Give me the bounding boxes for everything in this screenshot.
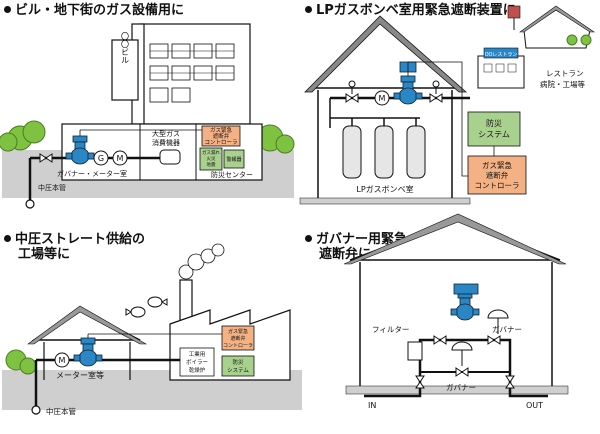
medium-pressure-main-label: 中圧本管	[38, 183, 66, 192]
manual-valve-icon	[505, 375, 515, 389]
manual-valve-icon	[433, 335, 447, 345]
cylinder-room-label: LPガスボンベ室	[356, 184, 413, 194]
factory-disaster-system-box	[221, 355, 255, 377]
svg-text:M: M	[117, 154, 124, 163]
destination-hospital-factory: 病院・工場等	[540, 79, 585, 89]
svg-text:工業用: 工業用	[189, 350, 206, 358]
smoke-icon	[178, 243, 225, 280]
heading-building: ビル・地下街のガス設備用に	[4, 3, 184, 18]
bullet-icon	[4, 6, 11, 13]
svg-text:ガス緊急: ガス緊急	[228, 328, 248, 335]
building-section: 〇〇ビル G M 大型ガス 消費機器 ガス緊急 遮	[0, 23, 295, 209]
destination-restaurant: レストラン	[546, 69, 584, 78]
cylinder-room-roof	[308, 18, 463, 89]
building-sign-text: 〇〇ビル	[121, 32, 130, 64]
governor-label-bottom: ガバナー	[446, 382, 476, 392]
svg-text:防災: 防災	[232, 358, 244, 366]
store-flag-icon	[507, 5, 521, 19]
svg-text:ガス緊急: ガス緊急	[210, 126, 233, 134]
disaster-center-label: 防災センター	[211, 170, 253, 179]
inlet-label: IN	[368, 401, 376, 410]
motor-icon	[374, 90, 390, 106]
shutoff-valve-icon	[393, 75, 423, 105]
svg-text:消費機器: 消費機器	[152, 138, 180, 147]
medium-pressure-main-label: 中圧本管	[46, 406, 76, 416]
building-sign	[111, 39, 139, 101]
svg-text:防災: 防災	[486, 118, 502, 128]
lp-controller-box	[467, 155, 527, 195]
store-sign: OOレストラン	[485, 52, 518, 58]
svg-text:ガス緊急: ガス緊急	[482, 160, 512, 170]
svg-text:遮断弁: 遮断弁	[213, 132, 230, 140]
restaurant-building: OOレストラン	[477, 5, 595, 89]
svg-text:遮断弁: 遮断弁	[486, 170, 509, 180]
lp-section: M LPガスボンベ室 防災 システム ガス緊急 遮断弁 コントローラ OOレスト…	[299, 5, 595, 205]
svg-text:ボイラー: ボイラー	[186, 358, 208, 366]
bullet-icon	[4, 235, 11, 242]
svg-text:G: G	[98, 154, 104, 163]
bullet-icon	[305, 235, 312, 242]
meter-room-label: メーター室等	[56, 370, 104, 380]
governor-icon	[93, 150, 109, 166]
outlet-label: OUT	[526, 401, 543, 410]
emergency-shutoff-valve-icon	[450, 291, 480, 321]
filter-label: フィルター	[372, 325, 409, 334]
main-pipe-icon	[25, 199, 35, 209]
heading-factory: 中圧ストレート供給の 工場等に	[4, 232, 145, 262]
filter-icon	[407, 341, 423, 361]
svg-text:コントローラ: コントローラ	[475, 181, 520, 190]
main-pipe-icon	[31, 405, 41, 415]
meter-icon	[54, 352, 70, 368]
gas-shutoff-controller-box	[201, 125, 241, 147]
heading-lp: LPガスボンベ室用緊急遮断装置に	[305, 3, 516, 18]
governor-room-roof	[349, 219, 561, 261]
svg-text:システム: システム	[478, 130, 510, 139]
manual-valve-icon	[345, 93, 359, 103]
manual-valve-icon	[487, 335, 501, 345]
boiler-box	[179, 347, 215, 377]
svg-text:火災: 火災	[207, 156, 216, 162]
factory-controller-box	[221, 325, 255, 351]
manual-valve-icon	[429, 93, 443, 103]
svg-text:M: M	[59, 356, 66, 365]
svg-text:コントローラ: コントローラ	[204, 139, 237, 146]
shutoff-valve-icon	[73, 337, 103, 367]
svg-text:警報器: 警報器	[226, 156, 241, 163]
gas-cylinders	[342, 125, 426, 179]
factory-section: M メーター室等 中圧本管 工業用 ボイラー 乾燥炉 ガス緊急 遮断弁 コントロ…	[2, 243, 302, 416]
governor-main-pipe	[364, 338, 548, 398]
governor-meter-room-label: ガバナー・メーター室	[57, 169, 127, 178]
tree-icon	[0, 120, 295, 154]
appliance-icon	[159, 149, 181, 165]
svg-text:遮断弁: 遮断弁	[230, 335, 245, 342]
meter-icon	[112, 150, 128, 166]
governor-label-top: ガバナー	[492, 324, 522, 334]
manual-valve-icon	[415, 375, 425, 389]
alarm-panel-box	[223, 149, 245, 169]
svg-text:システム: システム	[227, 367, 249, 374]
svg-text:乾燥炉: 乾燥炉	[189, 366, 206, 374]
disaster-system-box	[467, 111, 521, 147]
governor-section: フィルター ガバナー ガバナー IN OUT	[343, 213, 569, 410]
svg-text:M: M	[379, 94, 386, 103]
large-appliance-label: 大型ガス	[152, 129, 180, 138]
bullet-icon	[305, 6, 312, 13]
governor-icon	[451, 309, 509, 377]
svg-text:地震: 地震	[207, 161, 216, 168]
svg-text:コントローラ: コントローラ	[223, 343, 253, 349]
gas-leak-alarm-box	[199, 147, 223, 171]
svg-text:ガス漏れ: ガス漏れ	[202, 149, 220, 156]
bird-icon	[125, 296, 168, 318]
